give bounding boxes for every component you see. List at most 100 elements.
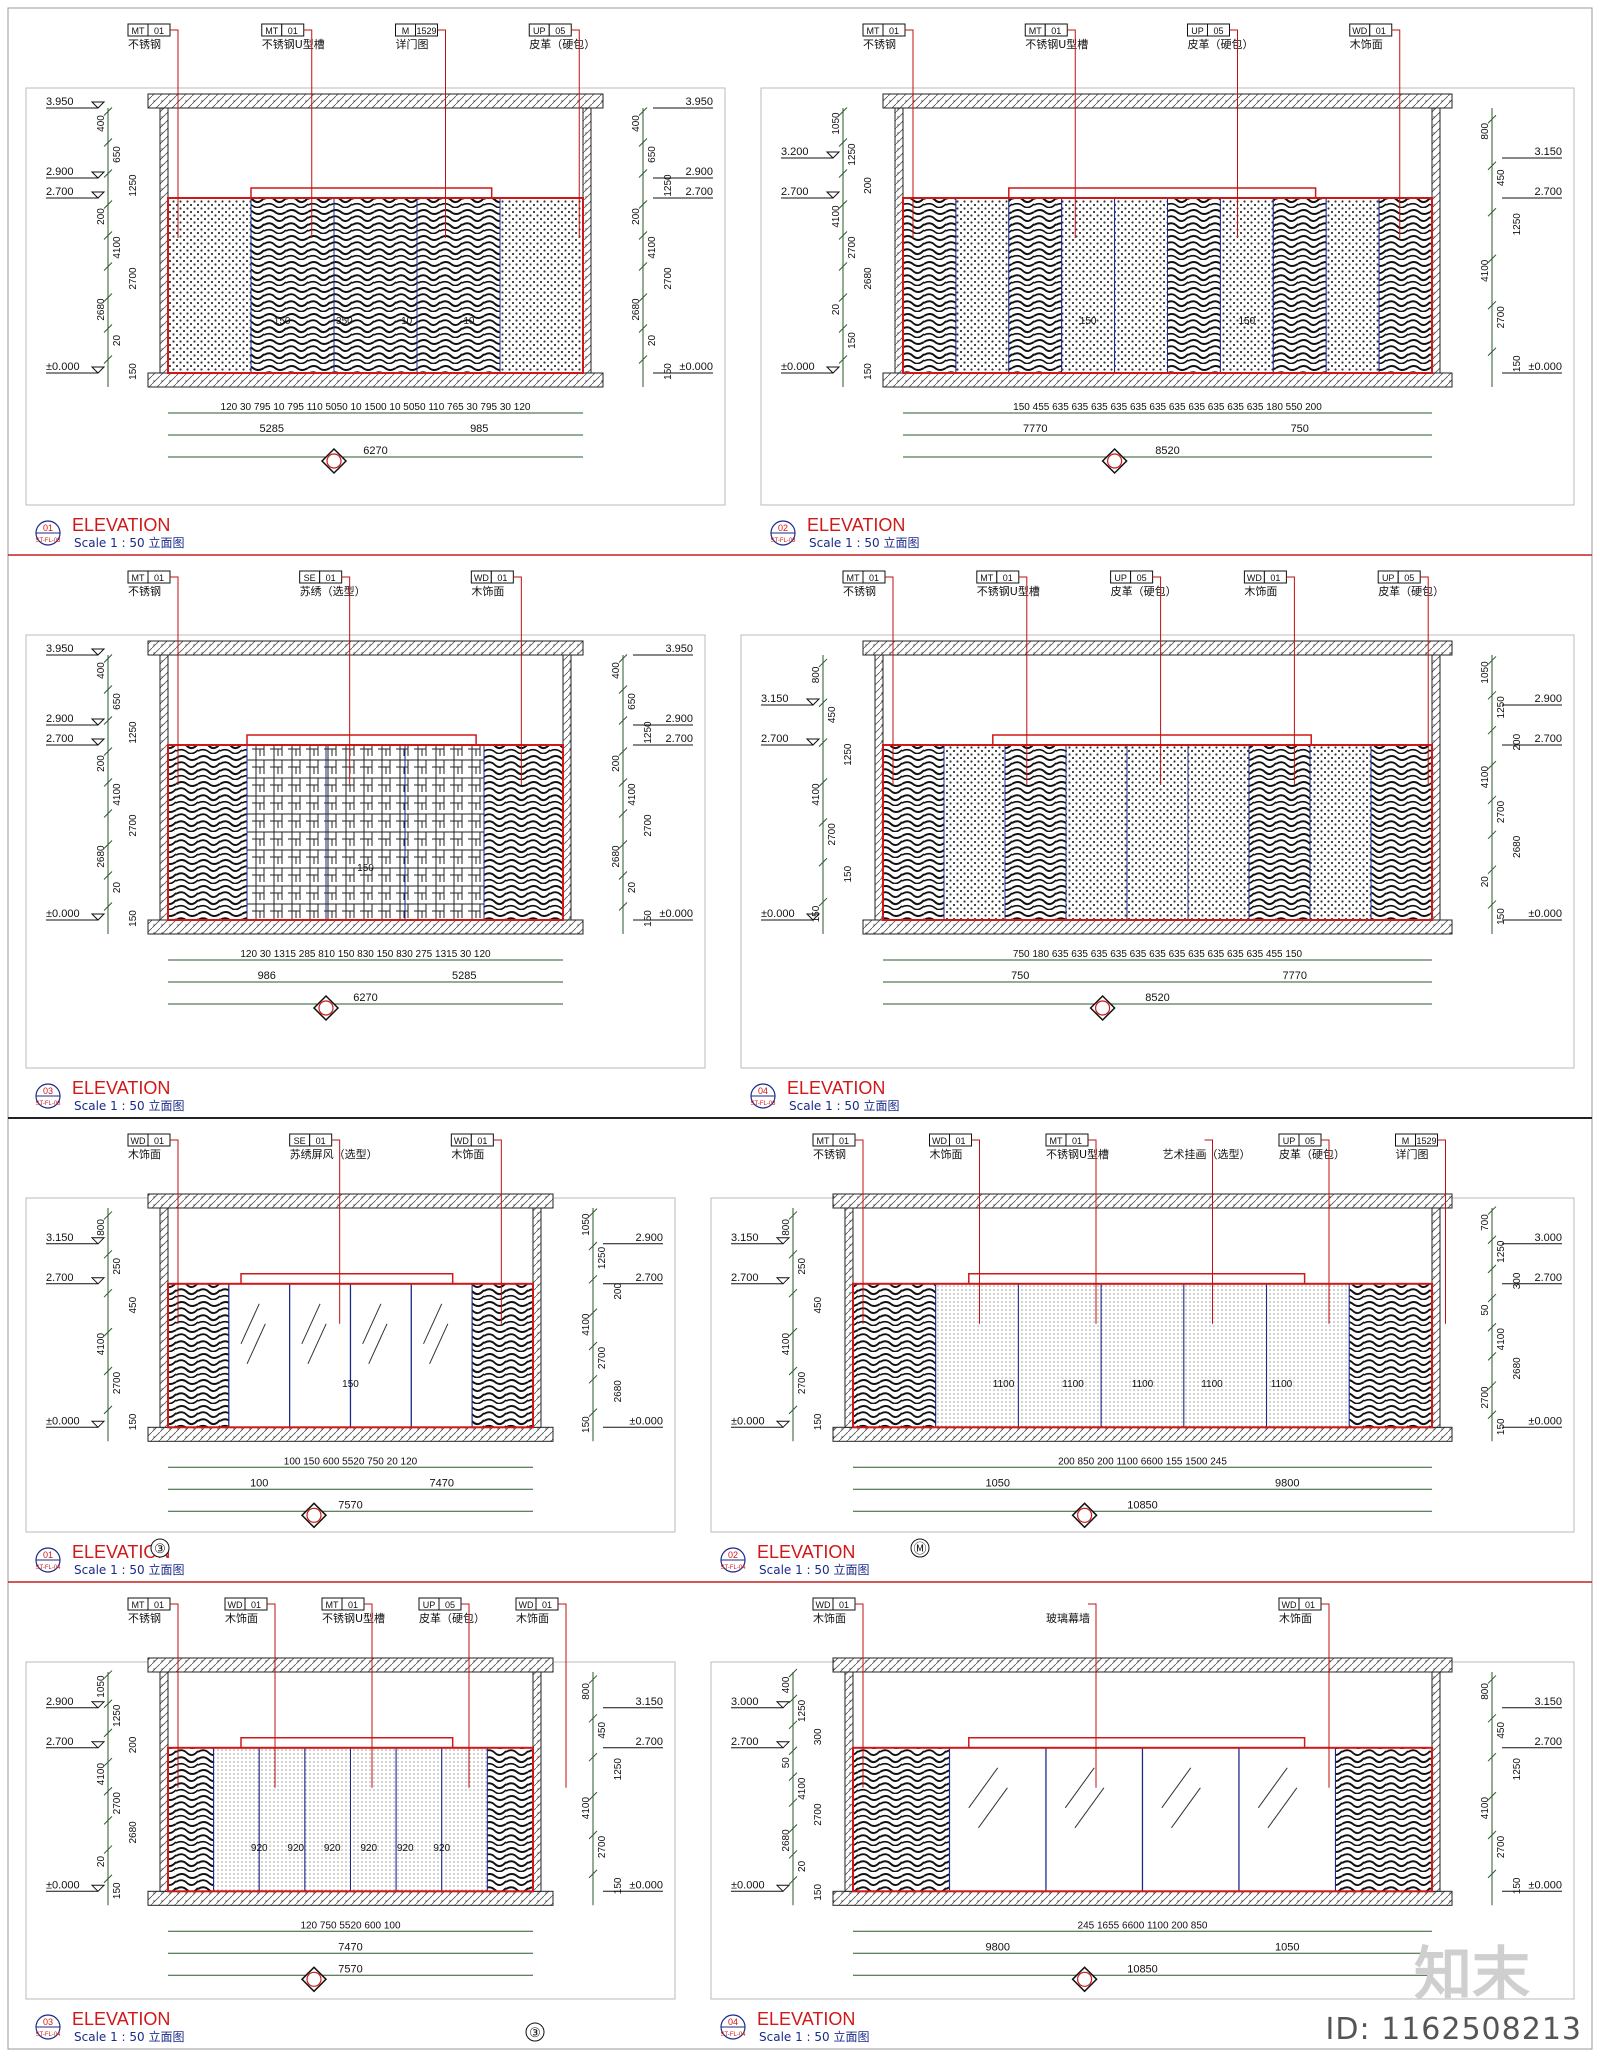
vdim-left: 4100 <box>797 1777 808 1800</box>
tag-leader <box>1018 576 1028 785</box>
dots-panel <box>1187 744 1250 921</box>
vdim-right: 2700 <box>1480 1386 1491 1409</box>
dim-tick <box>1487 1752 1497 1762</box>
tag-code: MT <box>132 26 145 36</box>
dim-tick <box>103 293 113 302</box>
vdim-left: 2700 <box>827 823 838 846</box>
section-marker-circle <box>326 453 342 469</box>
ceiling-trim <box>240 1737 454 1748</box>
inline-note: 150 <box>342 1379 359 1390</box>
vdim-left: 150 <box>813 1884 824 1901</box>
level-left: 2.700 <box>761 733 789 745</box>
tag-leader <box>1088 1603 1097 1788</box>
wood-panel <box>1008 197 1063 374</box>
sheet-border <box>7 7 1593 2050</box>
dim-tick <box>638 107 648 116</box>
ceiling-trim <box>968 1737 1306 1748</box>
dim-tick <box>1487 1352 1497 1361</box>
vdim-right: 150 <box>1512 355 1523 372</box>
level-left: ±0.000 <box>731 1879 765 1891</box>
level-arrow-icon <box>90 648 106 656</box>
tag-leader <box>170 1139 179 1324</box>
dim-tick <box>1487 830 1497 840</box>
dim-tick <box>103 324 113 333</box>
title-number: 03 <box>43 1086 53 1096</box>
vdim-left: 4100 <box>811 783 822 806</box>
title-code: ST-FL-03 <box>750 1101 776 1107</box>
tag-leader <box>513 576 522 785</box>
tag-code: UP <box>1382 573 1395 583</box>
dim-row2: 1050 <box>1275 1941 1299 1953</box>
level-right: 2.700 <box>1534 186 1562 198</box>
vdim-left: 2700 <box>847 236 858 259</box>
tag-description: 详门图 <box>1396 1147 1429 1161</box>
vdim-right: 150 <box>581 1416 592 1433</box>
level-left: ±0.000 <box>46 1879 80 1891</box>
glass-reflection <box>1064 1767 1095 1809</box>
tag-description: 详门图 <box>396 37 429 51</box>
tag-code: UP <box>1283 1136 1296 1146</box>
tag-description: 皮革（硬包） <box>1378 584 1444 598</box>
finish-outline <box>167 744 564 921</box>
vdim-right: 2680 <box>611 845 622 868</box>
tag-leader <box>1204 1139 1213 1324</box>
glass-reflection <box>246 1323 266 1365</box>
level-left: 2.900 <box>46 713 74 725</box>
level-left: 2.700 <box>731 1272 759 1284</box>
level-arrow-icon <box>90 1741 106 1749</box>
grid-marker: ③ <box>529 2025 541 2040</box>
vdim-left: 800 <box>781 1219 792 1236</box>
tag-leader <box>170 29 179 238</box>
dim-tick <box>618 809 628 818</box>
screen-panel <box>325 744 406 921</box>
level-left: 3.150 <box>731 1232 759 1244</box>
vdim-left: 150 <box>863 363 874 380</box>
vdim-left: 300 <box>813 1728 824 1745</box>
dim-tick <box>788 1249 798 1259</box>
level-left: 2.700 <box>731 1736 759 1748</box>
vdim-right: 400 <box>611 662 622 679</box>
floor-slab <box>147 372 604 388</box>
dim-tick <box>103 809 113 818</box>
tag-number: 01 <box>889 26 899 36</box>
grid-marker-circle <box>150 1538 170 1558</box>
dots-panel <box>1126 744 1189 921</box>
tag-leader <box>461 1603 470 1788</box>
ceiling-slab <box>882 93 1453 109</box>
vdim-right: 2680 <box>1512 835 1523 858</box>
dim-tick <box>618 747 628 756</box>
vdim-right: 2680 <box>631 298 642 321</box>
dim-row2: 985 <box>470 423 488 435</box>
section-marker-circle <box>318 1000 334 1016</box>
inline-note: 920 <box>433 1843 450 1854</box>
level-arrow-icon <box>90 101 106 109</box>
dim-tick <box>1487 1675 1497 1684</box>
glass-panel <box>410 1283 473 1428</box>
title-number: 04 <box>758 1086 768 1096</box>
level-arrow-icon <box>775 1237 791 1245</box>
tag-number: 05 <box>445 1600 455 1610</box>
vdim-right: 2700 <box>1496 1835 1507 1858</box>
vdim-right: 150 <box>1496 1418 1507 1435</box>
vdim-left: 20 <box>112 335 123 347</box>
dim-tick <box>1487 690 1497 700</box>
tag-number: 01 <box>1376 26 1386 36</box>
fine-panel <box>1183 1283 1268 1428</box>
inline-note: 150 <box>357 863 374 874</box>
section-marker-circle <box>1076 1971 1093 1987</box>
dots-panel <box>167 197 252 374</box>
tag-leader <box>1067 29 1076 238</box>
dim-tick <box>788 1875 798 1885</box>
tag-code: WD <box>454 1136 469 1146</box>
